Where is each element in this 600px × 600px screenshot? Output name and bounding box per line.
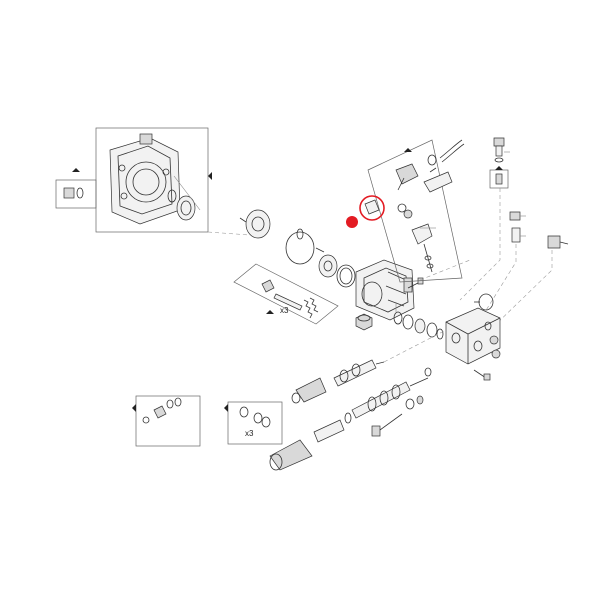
- outlet-fitting: [547, 235, 569, 249]
- piston-rod: [261, 279, 303, 311]
- right-fitting-b: [509, 211, 526, 221]
- leader-line: [479, 244, 517, 321]
- triangle-arrow-icon: [72, 168, 80, 172]
- plug-frame: [55, 179, 97, 209]
- oring-kit-box: [224, 401, 283, 445]
- triangle-arrow-icon: [224, 404, 228, 412]
- washer: [318, 254, 338, 278]
- seal-ring: [167, 189, 177, 203]
- wire-cable: [439, 139, 465, 163]
- flat-gasket: [336, 264, 356, 288]
- triangle-arrow-icon: [404, 148, 412, 152]
- quantity-label: x3: [245, 429, 254, 438]
- pump-head-detail-box: [72, 127, 212, 233]
- leader-line: [459, 188, 501, 301]
- nozzle-kit-box: [132, 395, 201, 447]
- unloader-detail-box: [367, 139, 465, 283]
- small-fitting: [397, 203, 413, 219]
- cap-nut: [355, 313, 373, 331]
- spray-shaft-upper: [333, 359, 385, 387]
- pump-housing: [109, 133, 181, 225]
- crank-bearing: [239, 209, 271, 239]
- plug-detail-box: [55, 179, 97, 209]
- manifold-plug: [491, 349, 501, 359]
- quantity-label: x3: [280, 306, 289, 315]
- bearing: [176, 195, 196, 221]
- pistons-frame: [233, 263, 339, 325]
- triangle-arrow-icon: [208, 172, 212, 180]
- right-fitting-c: [511, 227, 526, 243]
- seal-set: [393, 302, 444, 340]
- leader-line: [207, 231, 251, 236]
- leader-line: [383, 329, 447, 363]
- unloader-valve: [411, 223, 434, 273]
- small-nozzle-parts: [371, 395, 424, 437]
- plug-oring: [76, 187, 84, 199]
- large-oring: [285, 231, 315, 265]
- plug-part: [63, 187, 75, 199]
- nozzle-cone-small: [291, 377, 327, 404]
- triangle-arrow-icon: [132, 404, 136, 412]
- leader-line: [489, 250, 553, 331]
- unloader-frame: [367, 139, 463, 283]
- pressure-switch: [395, 154, 437, 191]
- manifold-block: [445, 307, 501, 365]
- lance-connector: [313, 412, 352, 443]
- pin: [315, 247, 325, 253]
- highlighted-part: [346, 195, 385, 228]
- manifold-bolt: [473, 369, 491, 381]
- switch-bracket: [423, 167, 453, 193]
- pistons-detail-box: [233, 263, 339, 325]
- filled-dot-icon: [346, 216, 358, 228]
- right-fitting-d: [474, 293, 494, 311]
- top-right-fitting: [493, 137, 510, 163]
- triangle-arrow-icon: [266, 310, 274, 314]
- leader-line: [419, 259, 471, 281]
- crankcase-block: [355, 259, 415, 321]
- triangle-arrow-icon: [495, 166, 503, 170]
- piston-spring: [303, 297, 319, 319]
- check-valve-box: [489, 166, 509, 189]
- small-oring: [296, 228, 304, 240]
- lance-assembly: [351, 367, 432, 419]
- circle-highlight-icon: [359, 195, 385, 221]
- turbo-nozzle: [269, 439, 313, 471]
